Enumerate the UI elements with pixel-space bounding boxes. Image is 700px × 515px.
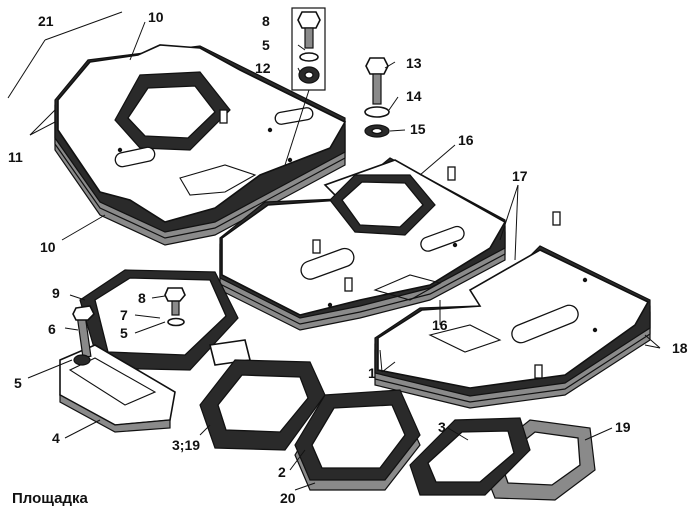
callout-1: 1 <box>368 365 376 381</box>
callout-5-top: 5 <box>262 37 270 53</box>
callout-17: 17 <box>512 168 528 184</box>
callout-16-bottom: 16 <box>432 317 448 333</box>
callout-6: 6 <box>48 321 56 337</box>
callout-4: 4 <box>52 430 60 446</box>
leader-lines <box>7 11 661 491</box>
callout-3: 3 <box>438 419 446 435</box>
callout-8-left: 8 <box>138 290 146 306</box>
gasket-ring-center <box>294 389 421 491</box>
callout-16-top: 16 <box>458 132 474 148</box>
callout-21: 21 <box>38 13 54 29</box>
callout-10-bottom: 10 <box>40 239 56 255</box>
bolt-set-right <box>364 57 390 138</box>
gasket-ring-left <box>199 359 326 451</box>
callout-20: 20 <box>280 490 296 506</box>
diagram-caption: Площадка <box>12 490 88 507</box>
callout-10-top: 10 <box>148 9 164 25</box>
callout-11: 11 <box>8 149 23 165</box>
callout-2: 2 <box>278 464 286 480</box>
callout-3-19: 3;19 <box>172 437 200 453</box>
callout-5-bottom: 5 <box>14 375 22 391</box>
bolt-set-top <box>284 7 326 166</box>
right-plate-stack <box>374 211 651 409</box>
callout-5-left: 5 <box>120 325 128 341</box>
callout-8-top: 8 <box>262 13 270 29</box>
callout-15: 15 <box>410 121 426 137</box>
callout-9: 9 <box>52 285 60 301</box>
center-plate-stack <box>219 157 507 331</box>
callout-14: 14 <box>406 88 422 104</box>
upper-left-plate-stack <box>54 44 347 246</box>
gasket-ring-right <box>409 417 596 501</box>
callout-18: 18 <box>672 340 688 356</box>
callout-labels: 21 10 11 10 8 5 12 13 14 15 16 17 16 9 8… <box>8 9 688 506</box>
left-frame-assembly <box>59 269 251 433</box>
callout-13: 13 <box>406 55 422 71</box>
callout-12: 12 <box>255 60 271 76</box>
callout-7: 7 <box>120 307 128 323</box>
callout-19: 19 <box>615 419 631 435</box>
